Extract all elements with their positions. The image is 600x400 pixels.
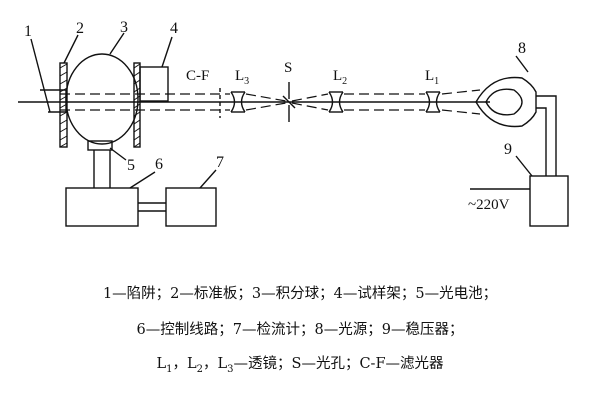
label-s: S: [284, 60, 292, 76]
label-l1: L1: [425, 68, 439, 87]
label-8: 8: [518, 40, 526, 57]
voltage-regulator: [470, 155, 569, 227]
label-l3: L3: [235, 68, 249, 87]
power-cord: [536, 107, 547, 176]
legend-line-3: L1，L2，L3—透镜；S—光孔；C-F—滤光器: [156, 356, 444, 375]
power-cord: [536, 95, 557, 176]
lens-l3: [230, 91, 246, 113]
label-9: 9: [504, 141, 512, 158]
label-cf: C-F: [186, 68, 209, 84]
label-4: 4: [170, 20, 178, 37]
label-3: 3: [120, 19, 128, 36]
standard-plate: [59, 34, 79, 148]
light-source: [475, 55, 537, 128]
aperture: [282, 82, 296, 122]
lens-l1: [425, 91, 441, 113]
label-l2: L2: [333, 68, 347, 87]
label-6: 6: [155, 156, 163, 173]
lens-l2: [328, 91, 344, 113]
photocell: [87, 140, 127, 161]
integrating-sphere: [65, 32, 139, 145]
label-2: 2: [76, 20, 84, 37]
galvanometer: [165, 169, 217, 227]
label-5: 5: [127, 157, 135, 174]
light-beam: [60, 89, 481, 115]
legend-line-1: 1—陷阱；2—标准板；3—积分球；4—试样架；5—光电池；: [102, 286, 498, 302]
sample-holder: [133, 36, 173, 148]
legend-line-2: 6—控制线路；7—检流计；8—光源；9—稳压器；: [136, 322, 464, 338]
control-circuit: [65, 150, 156, 227]
label-1: 1: [24, 23, 32, 40]
label-voltage: ~220V: [468, 197, 510, 213]
label-7: 7: [216, 154, 224, 171]
